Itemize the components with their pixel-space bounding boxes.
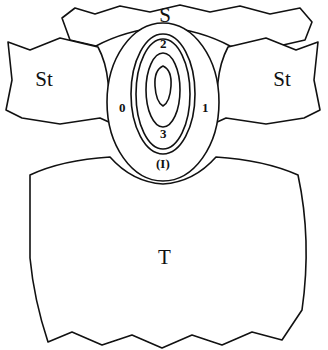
callout-number: (I) <box>156 157 170 171</box>
left-lateral-part <box>6 38 122 128</box>
part-label-box: T <box>154 244 175 272</box>
part-letter: T <box>158 246 171 269</box>
part-letter: St <box>273 68 291 91</box>
lower-bract <box>30 157 306 348</box>
part-label-box: St <box>31 66 57 94</box>
flower-outline <box>107 23 219 181</box>
callout-number: 1 <box>202 101 209 115</box>
part-label-box: S <box>155 2 175 30</box>
part-label-box: St <box>269 66 295 94</box>
callout-number: 3 <box>160 127 167 141</box>
part-letter: St <box>35 68 53 91</box>
callout-number: 0 <box>119 101 126 115</box>
central-organ <box>155 66 171 106</box>
inner-ring <box>136 39 190 149</box>
callout-number: 2 <box>160 37 167 51</box>
part-letter: S <box>159 4 171 27</box>
inner-loop <box>146 53 180 127</box>
right-lateral-part <box>204 38 320 128</box>
outer-ring <box>131 34 195 154</box>
